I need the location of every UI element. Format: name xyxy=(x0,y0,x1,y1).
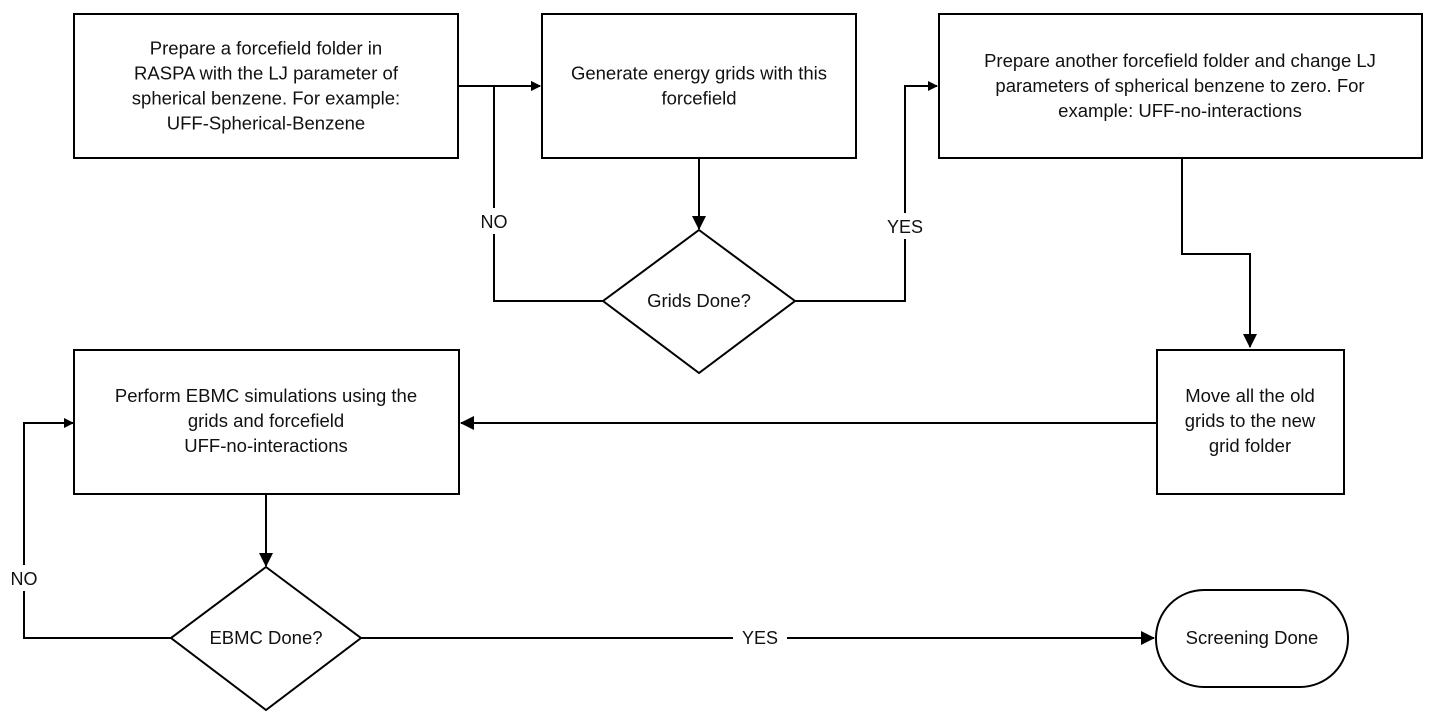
node-text-line: Perform EBMC simulations using the xyxy=(115,385,417,406)
node-text-line: Grids Done? xyxy=(647,290,751,311)
node-text-line: Move all the old xyxy=(1185,385,1315,406)
node-prepare-forcefield: Prepare a forcefield folder in RASPA with… xyxy=(73,13,459,159)
node-text-line: forcefield xyxy=(661,88,736,109)
edge-prepare-another-to-move xyxy=(1181,158,1257,348)
edge-ebmc-done-no-loop xyxy=(23,418,171,639)
node-text-line: example: UFF-no-interactions xyxy=(1058,100,1302,121)
node-text-line: Prepare a forcefield folder in xyxy=(150,38,382,59)
node-text-line: grids and forcefield xyxy=(188,410,344,431)
node-text-line: grid folder xyxy=(1209,435,1291,456)
grids-yes-label: YES xyxy=(887,217,923,237)
edge-grids-done-no-loop xyxy=(493,81,603,302)
ebmc-no-label: NO xyxy=(11,569,38,589)
grids-no-label: NO xyxy=(481,212,508,232)
node-ebmc-done-text: EBMC Done? xyxy=(209,627,322,648)
node-text-line: Prepare another forcefield folder and ch… xyxy=(984,50,1376,71)
node-grids-done-text: Grids Done? xyxy=(647,290,751,311)
node-perform-ebmc-text: Perform EBMC simulations using the grids … xyxy=(115,385,417,456)
node-generate-grids-text: Generate energy grids with this forcefiel… xyxy=(571,63,827,109)
node-text-line: Screening Done xyxy=(1186,627,1319,648)
node-ebmc-done: EBMC Done? xyxy=(169,565,363,712)
node-move-grids-text: Move all the old grids to the new grid fol… xyxy=(1185,385,1316,456)
node-screening-done: Screening Done xyxy=(1155,589,1349,688)
node-prepare-another-text: Prepare another forcefield folder and ch… xyxy=(984,50,1376,121)
node-text-line: Generate energy grids with this xyxy=(571,63,827,84)
node-prepare-forcefield-text: Prepare a forcefield folder in RASPA with… xyxy=(132,38,400,134)
node-text-line: parameters of spherical benzene to zero.… xyxy=(995,75,1364,96)
node-text-line: UFF-Spherical-Benzene xyxy=(167,113,365,134)
node-text-line: UFF-no-interactions xyxy=(184,435,347,456)
edge-labels: NO YES NO YES xyxy=(4,208,932,651)
node-move-grids: Move all the old grids to the new grid fol… xyxy=(1156,349,1345,495)
node-text-line: spherical benzene. For example: xyxy=(132,88,400,109)
ebmc-yes-label: YES xyxy=(742,628,778,648)
node-prepare-another: Prepare another forcefield folder and ch… xyxy=(938,13,1423,159)
node-grids-done: Grids Done? xyxy=(601,228,797,375)
node-text-line: grids to the new xyxy=(1185,410,1316,431)
node-text-line: RASPA with the LJ parameter of xyxy=(134,63,399,84)
node-screening-done-text: Screening Done xyxy=(1186,627,1319,648)
node-perform-ebmc: Perform EBMC simulations using the grids … xyxy=(73,349,460,495)
node-text-line: EBMC Done? xyxy=(209,627,322,648)
edge-grids-done-yes xyxy=(795,81,938,302)
node-generate-grids: Generate energy grids with this forcefiel… xyxy=(541,13,857,159)
